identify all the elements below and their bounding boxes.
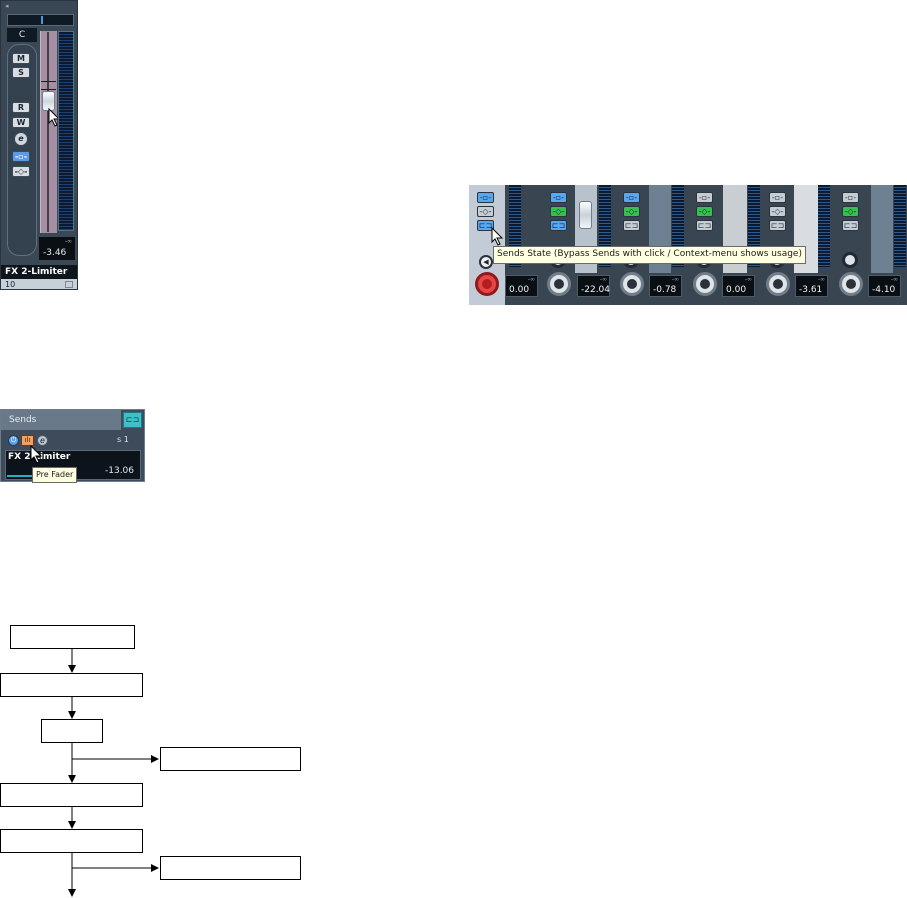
insert-state-button[interactable]: -▫- (623, 192, 640, 203)
flow-box (0, 829, 143, 853)
level-readout[interactable]: -∞ 0.00 (505, 275, 538, 297)
pre-fader-tooltip: Pre Fader (32, 467, 78, 483)
peak-indicator: -∞ (744, 276, 752, 283)
pan-value[interactable]: C (7, 28, 37, 42)
send-slot-label: s 1 (117, 435, 129, 444)
level-value: 0.00 (509, 285, 530, 295)
sends-state-button[interactable]: ⊏⊐ (623, 220, 640, 231)
send-power-icon[interactable]: ⏻ (8, 435, 19, 446)
flow-box (160, 856, 301, 880)
level-readout[interactable]: -∞ -0.78 (649, 275, 682, 297)
level-meter (894, 185, 906, 267)
eq-state-button[interactable]: -◇- (842, 206, 859, 217)
flow-box (41, 719, 103, 743)
eq-state-button[interactable]: -◇- (12, 166, 30, 177)
peak-indicator: -∞ (671, 276, 679, 283)
mixer-strip: -▫- -◇- ⊏⊐ ◀ -▫- -◇- ⊏⊐ -▫- -◇- ⊏⊐ -▫- -… (469, 185, 907, 305)
level-value: -4.10 (872, 285, 896, 295)
level-readout[interactable]: -∞ 0.00 (722, 275, 755, 297)
monitor-button[interactable] (547, 272, 571, 296)
monitor-button[interactable] (839, 272, 863, 296)
channel-number: 10 (1, 279, 77, 289)
level-value: -3.46 (43, 248, 67, 258)
eq-state-button[interactable]: -◇- (477, 206, 494, 217)
level-meter (818, 185, 830, 267)
peak-indicator: -∞ (817, 276, 825, 283)
level-readout[interactable]: -∞ -22.04 (577, 275, 610, 297)
window-icon[interactable] (65, 281, 73, 288)
sends-header[interactable]: Sends (1, 410, 121, 430)
pan-meter[interactable] (7, 14, 74, 26)
flow-box (0, 783, 143, 807)
peak-indicator: -∞ (527, 276, 535, 283)
collapse-arrow-icon[interactable]: ◂ (5, 2, 9, 10)
mouse-cursor-icon (491, 227, 504, 246)
fader-track[interactable] (871, 185, 893, 273)
level-value: -22.04 (581, 285, 611, 295)
write-automation-button[interactable]: W (12, 117, 30, 128)
send-level-value: -13.06 (105, 466, 135, 476)
fader-knob[interactable] (579, 201, 592, 229)
eq-state-button[interactable]: -◇- (769, 206, 786, 217)
peak-indicator: -∞ (890, 276, 898, 283)
level-value: -3.61 (799, 285, 823, 295)
record-enable-button[interactable] (475, 272, 499, 296)
eq-state-button[interactable]: -◇- (623, 206, 640, 217)
sends-bypass-icon[interactable]: ⊏⊐ (123, 412, 142, 428)
edit-channel-button[interactable]: e (14, 132, 28, 146)
fader-tick (41, 81, 56, 82)
flowchart-connectors (68, 649, 159, 897)
eq-state-button[interactable]: -◇- (696, 206, 713, 217)
speaker-icon[interactable]: ◀ (479, 255, 493, 269)
flow-box (0, 673, 143, 697)
monitor-button[interactable] (766, 272, 790, 296)
sends-state-tooltip: Sends State (Bypass Sends with click / C… (493, 246, 806, 264)
level-value: 0.00 (726, 285, 747, 295)
flow-box (10, 625, 135, 649)
pan-position-mark (41, 16, 43, 24)
channel-name[interactable]: FX 2-Limiter (1, 265, 77, 279)
monitor-button[interactable] (693, 272, 717, 296)
sends-state-button[interactable]: ⊏⊐ (550, 220, 567, 231)
insert-state-button[interactable]: -▫- (550, 192, 567, 203)
fader-tick (41, 89, 56, 90)
send-level-bar (7, 475, 43, 477)
peak-indicator: -∞ (64, 238, 72, 245)
level-meter (58, 31, 74, 231)
mute-button[interactable]: M (12, 53, 30, 64)
level-value: -0.78 (653, 285, 677, 295)
level-readout[interactable]: -∞ -4.10 (868, 275, 901, 297)
insert-state-button[interactable]: -▫- (842, 192, 859, 203)
fader-line (47, 32, 49, 232)
insert-state-button[interactable]: -▫- (769, 192, 786, 203)
eq-state-button[interactable]: -◇- (550, 206, 567, 217)
monitor-knob[interactable] (842, 252, 858, 268)
flow-box (160, 747, 301, 771)
sends-state-button[interactable]: ⊏⊐ (769, 220, 786, 231)
insert-state-button[interactable]: -▫- (477, 192, 494, 203)
channel-strip: ◂ C M S R W e -▫- -◇- -∞ -3.46 FX 2-Limi… (0, 0, 78, 290)
send-edit-button[interactable]: e (37, 435, 48, 446)
sends-state-button[interactable]: ⊏⊐ (477, 220, 494, 231)
insert-state-button[interactable]: -▫- (12, 151, 30, 162)
sends-state-button[interactable]: ⊏⊐ (696, 220, 713, 231)
sends-state-button[interactable]: ⊏⊐ (842, 220, 859, 231)
insert-state-button[interactable]: -▫- (696, 192, 713, 203)
level-readout[interactable]: -∞ -3.61 (795, 275, 828, 297)
send-destination-name: FX 2-Limiter (8, 452, 71, 462)
level-display[interactable]: -∞ -3.46 (39, 237, 75, 260)
pre-fader-button[interactable]: ılı (21, 435, 34, 446)
read-automation-button[interactable]: R (12, 102, 30, 113)
solo-button[interactable]: S (12, 67, 30, 78)
control-panel (7, 44, 37, 256)
mouse-cursor-icon (30, 445, 43, 464)
peak-indicator: -∞ (599, 276, 607, 283)
monitor-button[interactable] (620, 272, 644, 296)
